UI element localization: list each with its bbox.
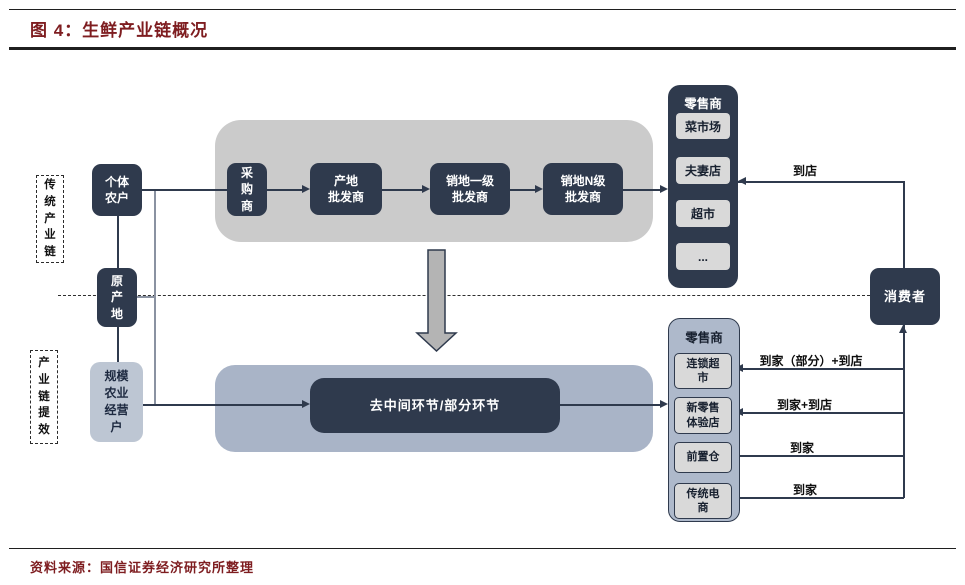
arrowhead-to-origin-wholesaler: [302, 185, 310, 193]
top-rule: [9, 9, 956, 10]
side-label-traditional-chain: 传 统 产 业 链: [36, 175, 64, 263]
node-scale-farmer: 规模 农业 经营 户: [90, 362, 143, 442]
arrowhead-to-n-level: [535, 185, 543, 193]
arrowhead-to-removemiddle: [302, 400, 310, 408]
arrowhead-to-first-level: [422, 185, 430, 193]
label-home-front-warehouse: 到家: [789, 441, 814, 455]
arrowhead-to-consumer-up: [899, 325, 907, 333]
bottom-rule: [9, 548, 956, 549]
connector-wholesaler-first-level: [382, 189, 424, 191]
connector-removemiddle-retailer: [560, 404, 662, 406]
node-origin-place: 原 产 地: [97, 268, 137, 327]
retailer-item-new-retail-store: 新零售 体验店: [674, 397, 732, 434]
retailer-group-title: 零售商: [684, 97, 722, 111]
retailer-group-new: 零售商 连锁超 市 新零售 体验店 前置仓 传统电 商: [668, 318, 740, 522]
title-underline: [9, 47, 956, 50]
connector-chain-supermarket-consumer: [735, 368, 904, 370]
label-home-plus-store: 到家+到店: [776, 398, 832, 412]
connector-ecommerce-consumer: [729, 497, 904, 499]
connector-nlevel-retailer: [623, 189, 662, 191]
label-home-partial-store: 到家（部分）+到店: [759, 354, 863, 368]
node-purchaser: 采 购 商: [227, 163, 267, 216]
retailer-item-front-warehouse: 前置仓: [674, 442, 732, 473]
connector-frontwarehouse-consumer: [729, 455, 904, 457]
retailer-item-traditional-ecommerce: 传统电 商: [674, 483, 732, 519]
figure-title: 图 4：生鲜产业链概况: [30, 21, 209, 40]
retailer-item-ellipsis: ...: [676, 243, 730, 270]
connector-purchaser-wholesaler: [267, 189, 304, 191]
retailer-item-wet-market: 菜市场: [676, 113, 730, 139]
connector-origin-trunk-stub: [137, 296, 155, 298]
node-remove-middle-links: 去中间环节/部分环节: [310, 378, 560, 433]
connector-farmer-origin: [117, 216, 119, 268]
source-note: 资料来源：国信证券经济研究所整理: [30, 560, 255, 575]
divider-dashed-line: [58, 295, 870, 296]
connector-trunk-vertical: [154, 189, 156, 406]
node-destination-first-level-wholesaler: 销地一级 批发商: [430, 163, 510, 215]
connector-newretail-consumer: [735, 412, 904, 414]
connector-origin-scalefarmer: [117, 327, 119, 362]
connector-tostore-horizontal: [738, 181, 904, 183]
connector-trunk-removemiddle: [143, 404, 304, 406]
connector-collector-riser: [903, 325, 905, 498]
arrowhead-to-retailer-top: [660, 185, 668, 193]
retailer-item-chain-supermarket: 连锁超 市: [674, 353, 732, 389]
retailer-item-supermarket: 超市: [676, 200, 730, 227]
arrowhead-tostore-left: [738, 177, 746, 185]
node-consumer: 消费者: [870, 268, 940, 325]
retailer-group-title: 零售商: [685, 331, 723, 345]
connector-first-n-level: [510, 189, 537, 191]
node-destination-n-level-wholesaler: 销地N级 批发商: [543, 163, 623, 215]
retailer-group-traditional: 零售商 菜市场 夫妻店 超市 ...: [668, 85, 738, 288]
arrowhead-to-retailer-bottom: [660, 400, 668, 408]
transformation-down-arrow-icon: [415, 249, 458, 353]
retailer-item-mom-and-pop: 夫妻店: [676, 157, 730, 184]
side-label-efficiency-chain: 产 业 链 提 效: [30, 350, 58, 444]
connector-farmer-purchaser: [142, 189, 227, 191]
node-origin-wholesaler: 产地 批发商: [310, 163, 382, 215]
node-individual-farmer: 个体 农户: [92, 164, 142, 216]
connector-tostore-riser: [903, 181, 905, 268]
label-home-ecommerce: 到家: [792, 483, 817, 497]
label-to-store: 到店: [792, 164, 817, 178]
